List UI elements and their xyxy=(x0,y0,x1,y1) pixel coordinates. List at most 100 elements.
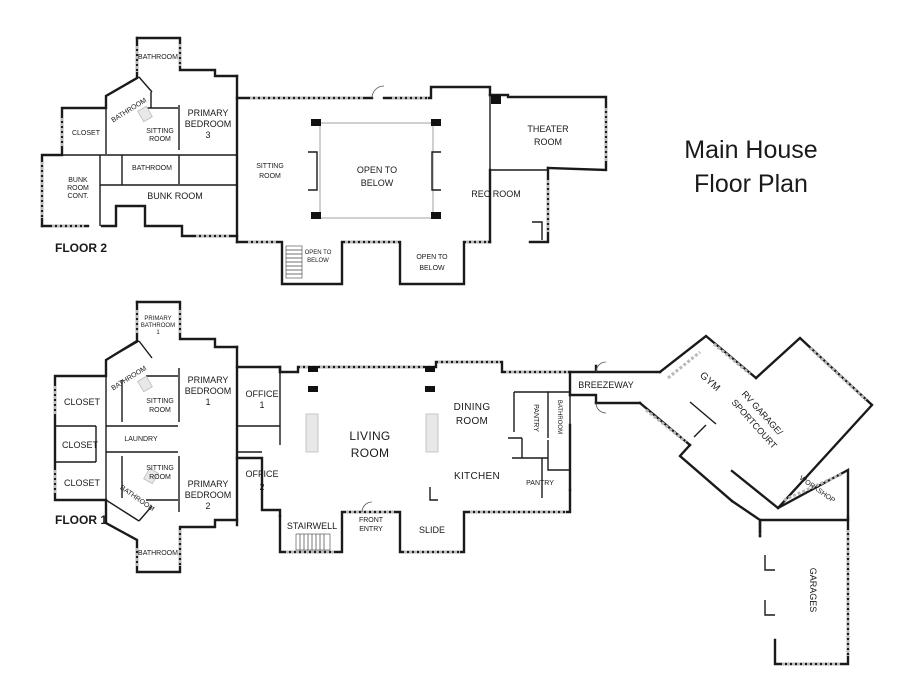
f1-label-pbath-2: BATHROOM xyxy=(141,323,175,329)
f1-label-pbed1-3: 1 xyxy=(205,397,210,407)
f1-office-inner xyxy=(237,372,281,453)
f1-label-sitting-upper-2: ROOM xyxy=(149,407,171,414)
f1-label-office2-1: OFFICE xyxy=(246,469,279,479)
f1-door-front xyxy=(361,501,373,513)
f1-label-bathroom-bottom: BATHROOM xyxy=(138,550,178,557)
f2-windows-east xyxy=(546,108,608,232)
f1-column xyxy=(308,366,318,372)
f2-label-pbed-3: 3 xyxy=(205,130,210,140)
f2-diag-bath-walls xyxy=(105,76,153,97)
f2-wall-rec-east xyxy=(488,166,550,244)
f2-wall-north-bath xyxy=(135,36,239,78)
f1-label-pantry-lower: PANTRY xyxy=(526,480,554,487)
f1-label-pantry-upper: PANTRY xyxy=(532,404,539,432)
f1-garage-bays xyxy=(764,555,775,616)
title-line-1: Main House xyxy=(684,136,817,164)
f1-label-pbath-1: PRIMARY xyxy=(144,316,171,322)
f1-fireplace-right xyxy=(425,413,439,453)
f2-label-bathroom-mid: BATHROOM xyxy=(132,165,172,172)
f2-column xyxy=(311,212,321,219)
f1-label-bathroom-lower: BATHROOM xyxy=(118,484,155,513)
f2-open-to-below-central xyxy=(319,122,434,219)
f2-stair-small xyxy=(137,105,153,123)
f1-label-slide: SLIDE xyxy=(419,525,445,535)
f2-column xyxy=(431,119,441,126)
f2-label-closet: CLOSET xyxy=(72,130,101,137)
f1-label-pbath-3: 1 xyxy=(156,330,160,336)
f1-label-living-2: ROOM xyxy=(351,446,390,460)
f1-bath-vert xyxy=(548,391,571,440)
f2-door-north xyxy=(371,85,385,99)
f2-theater-corner xyxy=(491,95,501,104)
f2-wall-north-center xyxy=(235,85,492,100)
f1-label-pbed1-1: PRIMARY xyxy=(188,375,229,385)
f1-label-sitting-upper-1: SITTING xyxy=(146,398,174,405)
f1-label-closet-lower: CLOSET xyxy=(64,478,101,488)
f1-label-laundry: LAUNDRY xyxy=(124,436,158,443)
f1-wall-rv-garage xyxy=(678,336,874,510)
f1-stair-small-lower xyxy=(143,467,159,485)
f2-rec-closet xyxy=(532,221,543,240)
f1-label-sitting-lower-1: SITTING xyxy=(146,465,174,472)
f2-label-open-small-right-2: BELOW xyxy=(419,265,445,272)
f2-label-bunk-room: BUNK ROOM xyxy=(147,191,203,201)
f1-label-office1-2: 1 xyxy=(259,400,264,410)
f1-wall-east-center xyxy=(568,393,598,492)
f2-column xyxy=(431,212,441,219)
f2-label-bunk-cont-1: BUNK xyxy=(68,177,88,184)
f1-label-stairwell: STAIRWELL xyxy=(287,521,337,531)
f1-column xyxy=(308,386,318,392)
f1-label-bathroom-vert: BATHROOM xyxy=(556,400,562,434)
f1-label-breezeway: BREEZEWAY xyxy=(578,380,634,390)
f2-wall-south-wing xyxy=(40,204,239,238)
f1-label-pbed1-2: BEDROOM xyxy=(185,386,232,396)
f1-label-closet-mid: CLOSET xyxy=(62,440,99,450)
f2-stair-down xyxy=(285,245,303,279)
f1-doors-breezeway xyxy=(595,361,607,414)
f1-label-front-entry-1: FRONT xyxy=(359,517,384,524)
f2-label-theater-1: THEATER xyxy=(527,124,569,134)
title-line-2: Floor Plan xyxy=(694,170,808,198)
f1-windows-west xyxy=(53,310,182,566)
f1-stairwell-steps xyxy=(295,533,331,551)
f1-wall-garages xyxy=(758,515,850,666)
f2-label-sitting-big-1: SITTING xyxy=(256,163,284,170)
f2-label-sitting-1: SITTING xyxy=(146,128,174,135)
f2-label-bunk-cont-2: ROOM xyxy=(67,185,89,192)
f1-stair-small-upper xyxy=(137,375,153,393)
f2-label-open-small-right-1: OPEN TO xyxy=(416,254,448,261)
f1-label-living-1: LIVING xyxy=(349,429,390,443)
f2-label-bunk-cont-3: CONT. xyxy=(68,193,89,200)
f1-label-gym: GYM xyxy=(697,370,722,394)
f2-wall-theater xyxy=(488,93,608,172)
f2-label-open-small-left-1: OPEN TO xyxy=(305,250,332,256)
f2-label-rec-room: REC ROOM xyxy=(471,189,521,199)
f2-label-open-center-1: OPEN TO xyxy=(357,165,397,175)
f1-column xyxy=(425,366,435,372)
f2-windows-west xyxy=(40,44,230,238)
f1-diag-bath-walls xyxy=(105,340,153,522)
f1-label-pbed2-1: PRIMARY xyxy=(188,479,229,489)
f1-label-office1-1: OFFICE xyxy=(246,389,279,399)
f1-label-pbed2-3: 2 xyxy=(205,501,210,511)
f2-label-open-center-2: BELOW xyxy=(361,178,394,188)
f1-wall-north-bath xyxy=(135,300,239,349)
f1-label-dining-1: DINING xyxy=(454,402,491,413)
f1-gym-inner xyxy=(689,401,717,438)
f2-label-sitting-2: ROOM xyxy=(149,136,171,143)
f2-balcony-rails xyxy=(308,151,441,191)
f2-interior-walls xyxy=(62,92,236,226)
f2-column xyxy=(311,119,321,126)
f2-label-pbed-1: PRIMARY xyxy=(188,108,229,118)
f1-column xyxy=(425,386,435,392)
f1-interior-walls xyxy=(55,368,180,512)
f1-windows-outbuilding xyxy=(645,342,868,502)
f1-wall-west-outer xyxy=(53,300,239,574)
f2-wall-south-center xyxy=(235,240,492,286)
f1-label-closet-upper: CLOSET xyxy=(64,397,101,407)
floor-1-plan: PRIMARY BATHROOM 1 BATHROOM CLOSET SITTI… xyxy=(53,300,874,666)
f2-label-open-small-left-2: BELOW xyxy=(307,258,329,264)
f1-label-dining-2: ROOM xyxy=(456,416,488,427)
f1-windows-center xyxy=(286,360,568,554)
